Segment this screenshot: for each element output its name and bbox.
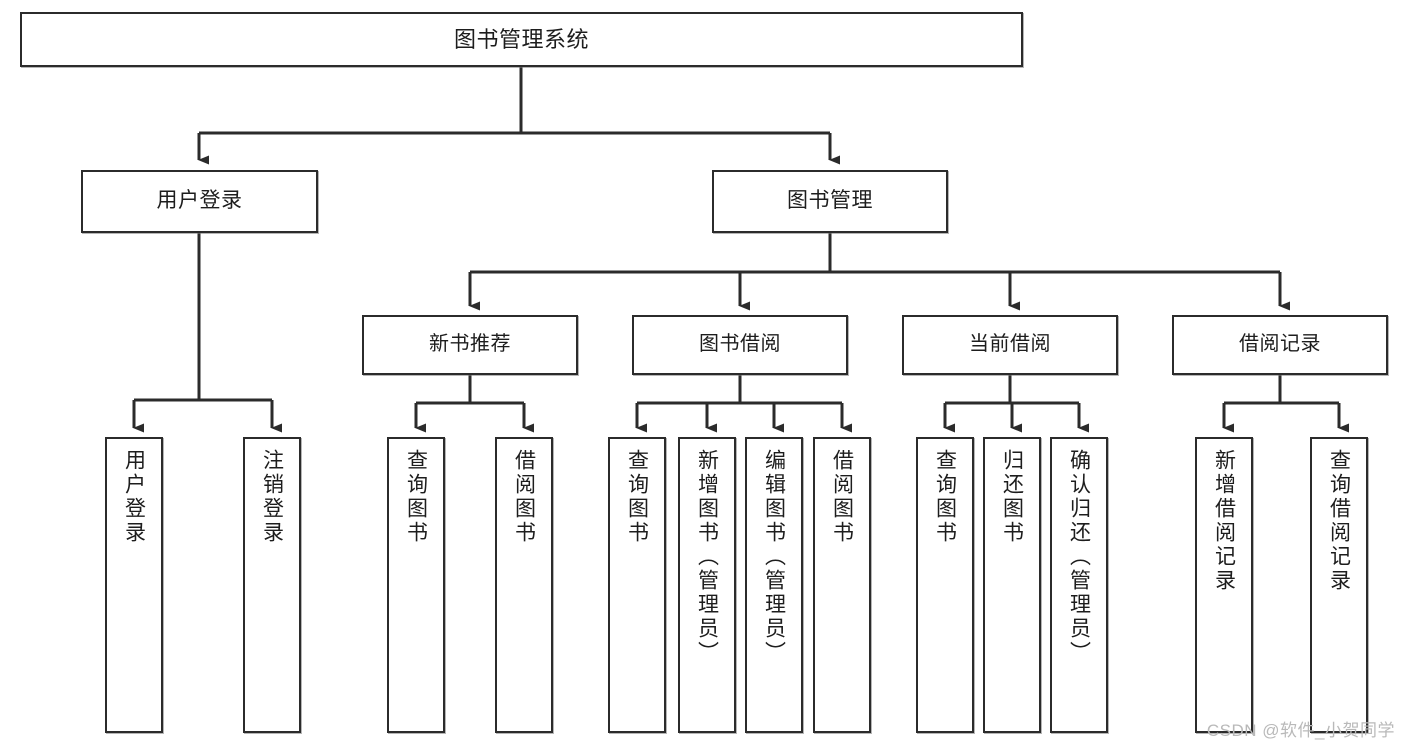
node-label: 新增图书（管理员）	[695, 449, 719, 665]
node-label: 借阅图书	[830, 449, 854, 545]
node-leaf-current-borrow-return[interactable]: 归还图书	[983, 437, 1041, 733]
node-label: 编辑图书（管理员）	[762, 449, 786, 665]
node-label: 确认归还（管理员）	[1067, 449, 1091, 665]
node-new-book-recommend[interactable]: 新书推荐	[362, 315, 578, 375]
node-leaf-book-borrow-query[interactable]: 查询图书	[608, 437, 666, 733]
node-leaf-borrow-record-query[interactable]: 查询借阅记录	[1310, 437, 1368, 733]
node-label: 借阅图书	[512, 449, 536, 545]
node-leaf-book-borrow-edit[interactable]: 编辑图书（管理员）	[745, 437, 803, 733]
node-label: 查询图书	[625, 449, 649, 545]
csdn-watermark: CSDN @软件_小贺同学	[1206, 721, 1395, 740]
node-leaf-current-borrow-query[interactable]: 查询图书	[916, 437, 974, 733]
node-leaf-book-borrow-add[interactable]: 新增图书（管理员）	[678, 437, 736, 733]
node-leaf-borrow-record-add[interactable]: 新增借阅记录	[1195, 437, 1253, 733]
node-book-borrow[interactable]: 图书借阅	[632, 315, 848, 375]
node-leaf-book-borrow-borrow[interactable]: 借阅图书	[813, 437, 871, 733]
node-leaf-current-borrow-confirm-return[interactable]: 确认归还（管理员）	[1050, 437, 1108, 733]
node-label: 查询图书	[404, 449, 428, 545]
node-root-book-management-system[interactable]: 图书管理系统	[20, 12, 1023, 67]
node-label: 用户登录	[156, 189, 243, 213]
node-leaf-user-login-logout[interactable]: 注销登录	[243, 437, 301, 733]
node-label: 注销登录	[260, 449, 284, 545]
node-label: 当前借阅	[969, 333, 1051, 356]
node-book-management[interactable]: 图书管理	[712, 170, 948, 233]
node-user-login[interactable]: 用户登录	[81, 170, 318, 233]
node-leaf-new-book-borrow[interactable]: 借阅图书	[495, 437, 553, 733]
node-label: 查询图书	[933, 449, 957, 545]
node-label: 查询借阅记录	[1327, 449, 1351, 593]
node-label: 新书推荐	[429, 333, 511, 356]
node-leaf-user-login-login[interactable]: 用户登录	[105, 437, 163, 733]
node-label: 图书借阅	[699, 333, 781, 356]
node-label: 图书管理	[787, 189, 873, 213]
node-label: 用户登录	[122, 449, 146, 545]
node-label: 借阅记录	[1239, 333, 1321, 356]
node-label: 图书管理系统	[453, 26, 589, 52]
node-label: 归还图书	[1000, 449, 1024, 545]
node-current-borrow[interactable]: 当前借阅	[902, 315, 1118, 375]
node-leaf-new-book-query[interactable]: 查询图书	[387, 437, 445, 733]
node-borrow-record[interactable]: 借阅记录	[1172, 315, 1388, 375]
node-label: 新增借阅记录	[1212, 449, 1236, 593]
